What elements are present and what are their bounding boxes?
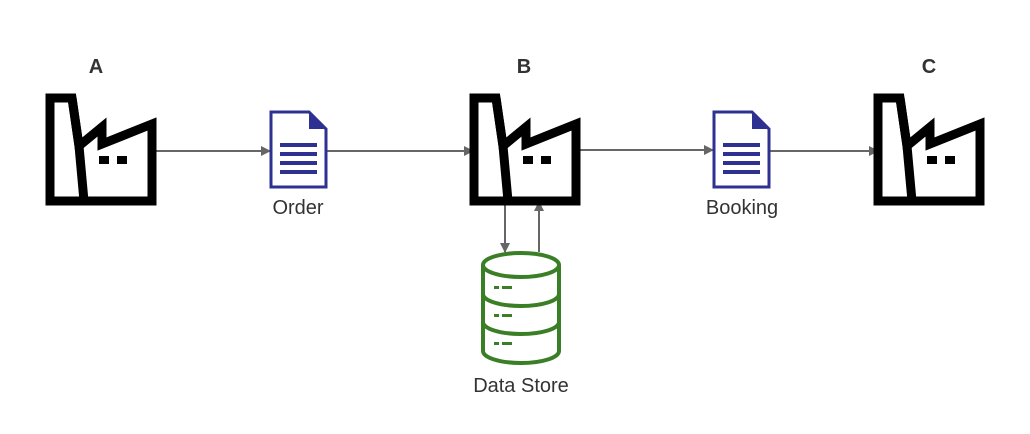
node-b-title: B bbox=[517, 56, 531, 78]
document-order-label: Order bbox=[272, 197, 323, 219]
document-booking: Booking bbox=[706, 110, 778, 219]
data-store-label: Data Store bbox=[473, 375, 569, 397]
document-order: Order bbox=[269, 110, 328, 219]
database-icon bbox=[481, 251, 561, 365]
factory-icon bbox=[474, 98, 576, 201]
node-b: B bbox=[474, 56, 576, 201]
document-icon bbox=[269, 110, 328, 189]
node-a-title: A bbox=[89, 56, 103, 78]
document-booking-label: Booking bbox=[706, 197, 778, 219]
factory-icon bbox=[50, 98, 152, 201]
node-c: C bbox=[878, 56, 980, 201]
data-store: Data Store bbox=[473, 251, 569, 397]
node-a: A bbox=[50, 56, 152, 201]
node-c-title: C bbox=[922, 56, 936, 78]
factory-icon bbox=[878, 98, 980, 201]
document-icon bbox=[712, 110, 771, 189]
